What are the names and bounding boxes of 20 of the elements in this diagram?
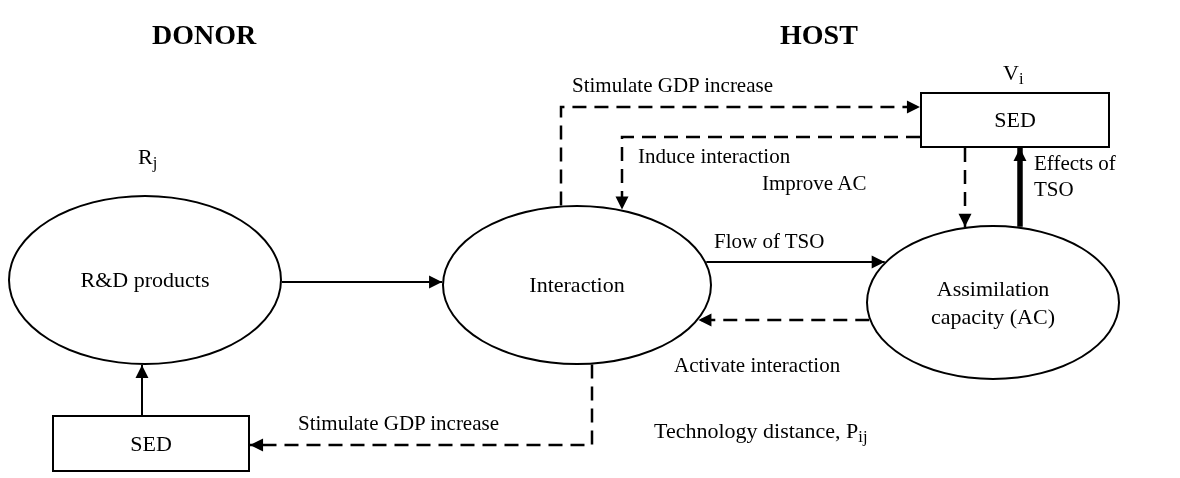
node-label: SED — [994, 106, 1036, 134]
arrow — [698, 313, 870, 327]
section-heading: DONOR — [152, 18, 257, 52]
arrow — [135, 364, 149, 416]
node-label: SED — [130, 429, 172, 458]
section-heading: HOST — [780, 18, 858, 52]
arrow — [958, 148, 972, 227]
arrow — [615, 135, 920, 210]
arrow — [559, 100, 920, 206]
node-label: R&D products — [80, 266, 210, 294]
process-box — [52, 415, 250, 472]
variable-label: V$_{i}$ — [1003, 59, 1024, 89]
node-label: Interaction — [529, 271, 625, 299]
arrow — [250, 364, 594, 452]
note-text: Technology distance, P$_{ij}$ — [654, 417, 868, 447]
process-box — [920, 92, 1110, 148]
node-label: Assimilation capacity (AC) — [930, 275, 1056, 330]
arrow — [280, 275, 444, 289]
variable-label: R$_{j}$ — [138, 143, 158, 173]
arrow — [1013, 148, 1027, 227]
